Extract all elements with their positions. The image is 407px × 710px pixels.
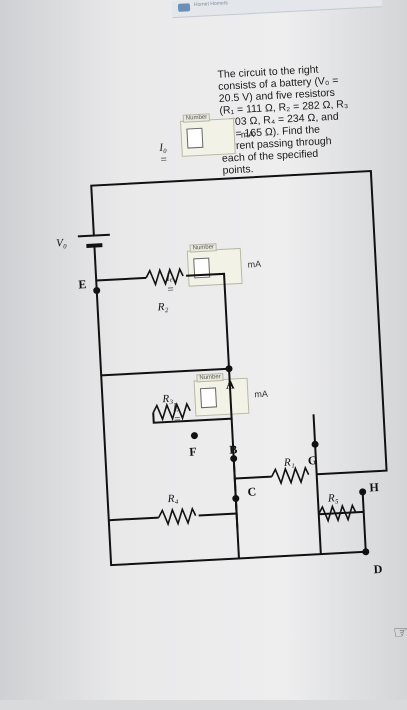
point-g-label: G (308, 453, 318, 467)
r1-label: R₁ (283, 456, 295, 469)
point-b-label: B (229, 442, 238, 456)
right-rail-wire (361, 491, 367, 552)
point-f-label: F (189, 445, 197, 459)
resistor-r1 (271, 465, 310, 486)
pointer-hand-icon: ☞ (392, 621, 407, 643)
r2-label: R₂ (156, 301, 168, 314)
right-branch-wire (312, 414, 322, 555)
node-f (190, 432, 198, 440)
rung-wire (108, 516, 159, 522)
battery-label: V₀ (56, 237, 67, 250)
resistor-r2 (145, 266, 184, 287)
point-d-label: D (373, 562, 383, 576)
rung-wire (198, 418, 238, 517)
r5-label: R₅ (327, 492, 339, 505)
rung-wire (96, 276, 147, 282)
battery-lead (93, 245, 97, 266)
point-e-label: E (78, 277, 87, 291)
node-a (225, 365, 233, 373)
resistor-r5 (318, 503, 357, 524)
r4-label: R₄ (166, 493, 178, 506)
c-lead (234, 498, 239, 529)
node-h (359, 488, 367, 496)
r1-lead (234, 475, 272, 480)
node-b (230, 455, 238, 463)
node-c (232, 495, 240, 503)
rung-wire (101, 367, 230, 377)
resistor-r4 (157, 506, 197, 527)
outer-wire (90, 169, 388, 476)
point-h-label: H (369, 480, 380, 495)
rung-wire (152, 368, 233, 424)
node-d (362, 548, 370, 556)
left-bus-wire (94, 265, 366, 567)
rung-wire (186, 272, 231, 369)
battery-plate-long (77, 233, 110, 238)
point-a-label: A (225, 377, 235, 391)
node-g (311, 440, 319, 448)
r3-label: R₃ (161, 393, 173, 406)
point-c-label: C (247, 484, 256, 498)
r5-lead (318, 510, 364, 516)
resistor-r3 (152, 401, 191, 422)
node-e (93, 287, 101, 295)
